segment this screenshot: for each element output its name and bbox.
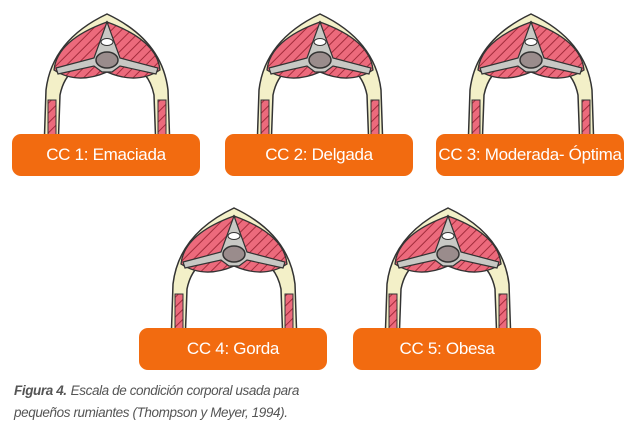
- caption-number: Figura 4.: [14, 383, 67, 398]
- cross-section-cc5-illustration: [373, 194, 523, 344]
- label-cc4: CC 4: Gorda: [139, 328, 327, 370]
- figure-caption: Figura 4.Escala de condición corporal us…: [14, 380, 304, 424]
- panel-cc1: CC 1: Emaciada: [12, 0, 202, 176]
- panel-cc3: CC 3: Moderada- Óptima: [436, 0, 626, 176]
- label-cc5: CC 5: Obesa: [353, 328, 541, 370]
- label-cc2: CC 2: Delgada: [225, 134, 413, 176]
- cross-section-cc1-illustration: [32, 0, 182, 150]
- cross-section-cc3-illustration: [456, 0, 606, 150]
- label-cc1: CC 1: Emaciada: [12, 134, 200, 176]
- label-cc3: CC 3: Moderada- Óptima: [436, 134, 624, 176]
- cross-section-cc4-illustration: [159, 194, 309, 344]
- panel-cc5: CC 5: Obesa: [353, 194, 543, 370]
- cross-section-cc2-illustration: [245, 0, 395, 150]
- caption-text: Escala de condición corporal usada para …: [14, 383, 299, 420]
- panel-cc4: CC 4: Gorda: [139, 194, 329, 370]
- panel-cc2: CC 2: Delgada: [225, 0, 415, 176]
